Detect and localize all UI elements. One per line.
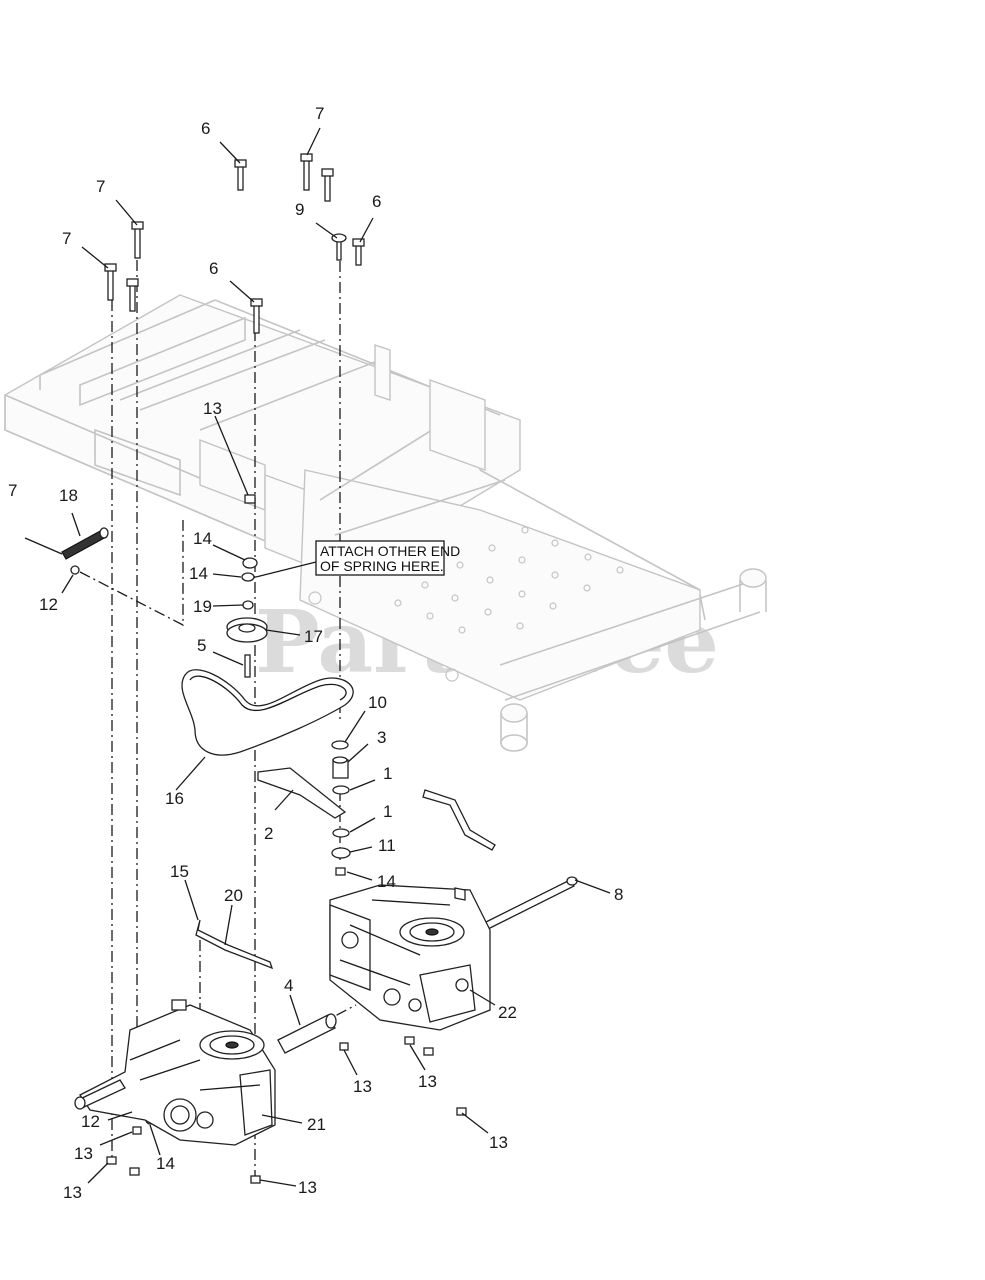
callout-10: 10	[368, 693, 387, 712]
callout-19: 19	[193, 597, 212, 616]
callout-13: 13	[74, 1144, 93, 1163]
callout-4: 4	[284, 976, 293, 995]
mower-frame	[4, 294, 767, 752]
callout-7: 7	[96, 177, 105, 196]
callout-7: 7	[8, 481, 17, 500]
callout-13: 13	[203, 399, 222, 418]
callout-14: 14	[377, 872, 396, 891]
callout-7: 7	[62, 229, 71, 248]
callout-15: 15	[170, 862, 189, 881]
callout-3: 3	[377, 728, 386, 747]
callout-18: 18	[59, 486, 78, 505]
callout-13: 13	[353, 1077, 372, 1096]
callout-14: 14	[156, 1154, 175, 1173]
callout-6: 6	[201, 119, 210, 138]
spring-attach-note: ATTACH OTHER END OF SPRING HERE.	[255, 540, 460, 578]
callout-17: 17	[304, 627, 323, 646]
callout-22: 22	[498, 1003, 517, 1022]
callout-21: 21	[307, 1115, 326, 1134]
spring-part	[24, 527, 109, 575]
callout-8: 8	[614, 885, 623, 904]
note-line-2: OF SPRING HERE.	[320, 558, 444, 574]
callout-12: 12	[39, 595, 58, 614]
transmission-left	[74, 999, 276, 1146]
callout-13: 13	[63, 1183, 82, 1202]
callout-1: 1	[383, 764, 392, 783]
callout-14: 14	[189, 564, 208, 583]
callout-6: 6	[209, 259, 218, 278]
callout-leader-lines	[61, 127, 611, 1187]
callout-20: 20	[224, 886, 243, 905]
transmission-right	[329, 884, 491, 1031]
note-line-1: ATTACH OTHER END	[320, 543, 460, 559]
callout-16: 16	[165, 789, 184, 808]
callout-14: 14	[193, 529, 212, 548]
callout-9: 9	[295, 200, 304, 219]
callout-7: 7	[315, 104, 324, 123]
callout-12: 12	[81, 1112, 100, 1131]
callout-5: 5	[197, 636, 206, 655]
callout-13: 13	[298, 1178, 317, 1197]
hardware-parts	[24, 153, 578, 1184]
callout-2: 2	[264, 824, 273, 843]
callout-13: 13	[418, 1072, 437, 1091]
callout-13: 13	[489, 1133, 508, 1152]
callout-11: 11	[378, 836, 396, 855]
callout-6: 6	[372, 192, 381, 211]
callout-labels: 6 7 7 7 6 9 6 13 7 18 12 14 14 19 17 5 1…	[8, 104, 623, 1202]
callout-1: 1	[383, 802, 392, 821]
